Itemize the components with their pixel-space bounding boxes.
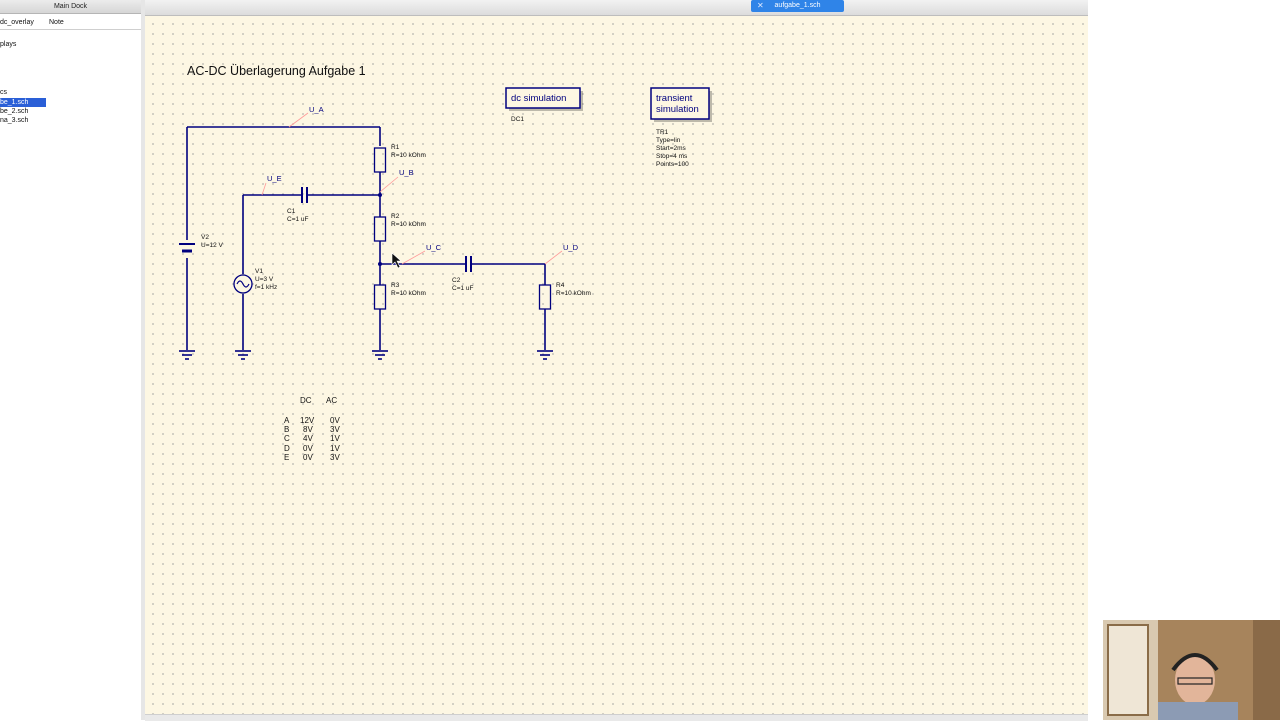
row-c-ac: 1V (330, 434, 340, 443)
row-a-node: A (284, 416, 290, 425)
tr-sim-id: TR1 (656, 129, 669, 136)
row-e-dc: 0V (303, 453, 313, 462)
tree-item-aufgabe-1[interactable]: be_1.sch (0, 98, 46, 107)
ground-symbol-2 (235, 350, 251, 360)
horizontal-scrollbar[interactable] (145, 714, 1088, 721)
r4-name: R4 (556, 282, 565, 289)
row-d-ac: 1V (330, 444, 340, 453)
main-dock: Main Dock dc_overlay Note plays cs be_1.… (0, 0, 142, 720)
label-leader (544, 250, 563, 265)
tree-item-schematics[interactable]: cs (0, 89, 7, 96)
sine-wave-icon (236, 280, 250, 288)
r3-value: R=10 kOhm (391, 290, 426, 297)
tab-aufgabe-1[interactable]: ✕ aufgabe_1.sch (751, 0, 844, 12)
row-c-dc: 4V (303, 434, 313, 443)
tr-sim-type: Type=lin (656, 137, 681, 144)
schematic-drawing: AC-DC Überlagerung Aufgabe 1 U_A U_B U_C… (179, 64, 712, 462)
webcam-overlay (1103, 620, 1280, 720)
ground-symbol-3 (372, 350, 388, 360)
tree-item-displays[interactable]: plays (0, 41, 17, 48)
resistor-r1 (373, 147, 387, 173)
node-label-u-b: U_B (399, 168, 414, 177)
node-label-u-d: U_D (563, 243, 579, 252)
ac-source-v1 (233, 274, 253, 294)
close-icon[interactable]: ✕ (757, 1, 764, 10)
node-label-u-c: U_C (426, 243, 442, 252)
c1-value: C=1 uF (287, 216, 309, 223)
v2-name: V2 (201, 234, 209, 241)
schematic-canvas[interactable]: AC-DC Überlagerung Aufgabe 1 U_A U_B U_C… (145, 16, 1088, 714)
row-e-node: E (284, 453, 289, 462)
tr-sim-start: Start=2ms (656, 145, 687, 152)
c1-name: C1 (287, 208, 296, 215)
transient-simulation-block[interactable]: transient simulation TR1 Type=lin Start=… (650, 87, 712, 168)
tab-dc-overlay[interactable]: dc_overlay (0, 19, 34, 26)
dc-sim-label: dc simulation (511, 93, 566, 104)
row-e-ac: 3V (330, 453, 340, 462)
v2-value: U=12 V (201, 242, 224, 249)
r4-value: R=10 kOhm (556, 290, 591, 297)
node-label-u-a: U_A (309, 105, 324, 114)
table-header-dc: DC (300, 396, 312, 405)
tab-note[interactable]: Note (49, 19, 64, 26)
row-a-ac: 0V (330, 416, 340, 425)
dock-title: Main Dock (0, 0, 141, 14)
dc-simulation-block[interactable]: dc simulation DC1 (505, 87, 583, 123)
dc-sim-id: DC1 (511, 116, 524, 123)
row-b-dc: 8V (303, 425, 313, 434)
dock-tab-bar: dc_overlay Note (0, 17, 141, 30)
r3-name: R3 (391, 282, 400, 289)
r2-name: R2 (391, 213, 400, 220)
tree-item-aufgabe-3[interactable]: na_3.sch (0, 117, 29, 124)
resistor-r4 (538, 284, 552, 310)
resistor-r3 (373, 284, 387, 310)
label-leader (261, 182, 267, 196)
table-header-ac: AC (326, 396, 337, 405)
label-leader (288, 112, 309, 128)
results-table: DC AC A 12V 0V B 8V 3V C 4V 1V D 0V 1V E… (284, 396, 340, 462)
row-b-ac: 3V (330, 425, 340, 434)
r1-value: R=10 kOhm (391, 152, 426, 159)
tr-sim-points: Points=100 (656, 161, 689, 168)
ground-symbol-1 (179, 350, 195, 360)
v1-value: U=3 V (255, 276, 274, 283)
row-b-node: B (284, 425, 289, 434)
tree-item-aufgabe-2[interactable]: be_2.sch (0, 108, 29, 115)
v1-freq: f=1 kHz (255, 284, 277, 291)
tr-sim-label-2: simulation (656, 104, 699, 115)
v1-name: V1 (255, 268, 263, 275)
label-leader (401, 250, 426, 265)
tab-label: aufgabe_1.sch (774, 2, 821, 9)
junction-dot (378, 193, 382, 197)
node-label-u-e: U_E (267, 174, 282, 183)
row-d-node: D (284, 444, 290, 453)
tr-sim-stop: Stop=4 ms (656, 153, 688, 160)
r1-name: R1 (391, 144, 400, 151)
row-c-node: C (284, 434, 290, 443)
row-a-dc: 12V (300, 416, 315, 425)
mouse-cursor-icon (391, 252, 402, 269)
document-tab-bar: ✕ aufgabe_1.sch (145, 0, 1088, 16)
label-leader (379, 176, 399, 193)
schematic-title: AC-DC Überlagerung Aufgabe 1 (187, 64, 366, 78)
resistor-r2 (373, 216, 387, 242)
row-d-dc: 0V (303, 444, 313, 453)
tr-sim-label-1: transient (656, 93, 693, 104)
r2-value: R=10 kOhm (391, 221, 426, 228)
c2-value: C=1 uF (452, 285, 474, 292)
ground-symbol-4 (537, 350, 553, 360)
c2-name: C2 (452, 277, 461, 284)
junction-dot (378, 262, 382, 266)
